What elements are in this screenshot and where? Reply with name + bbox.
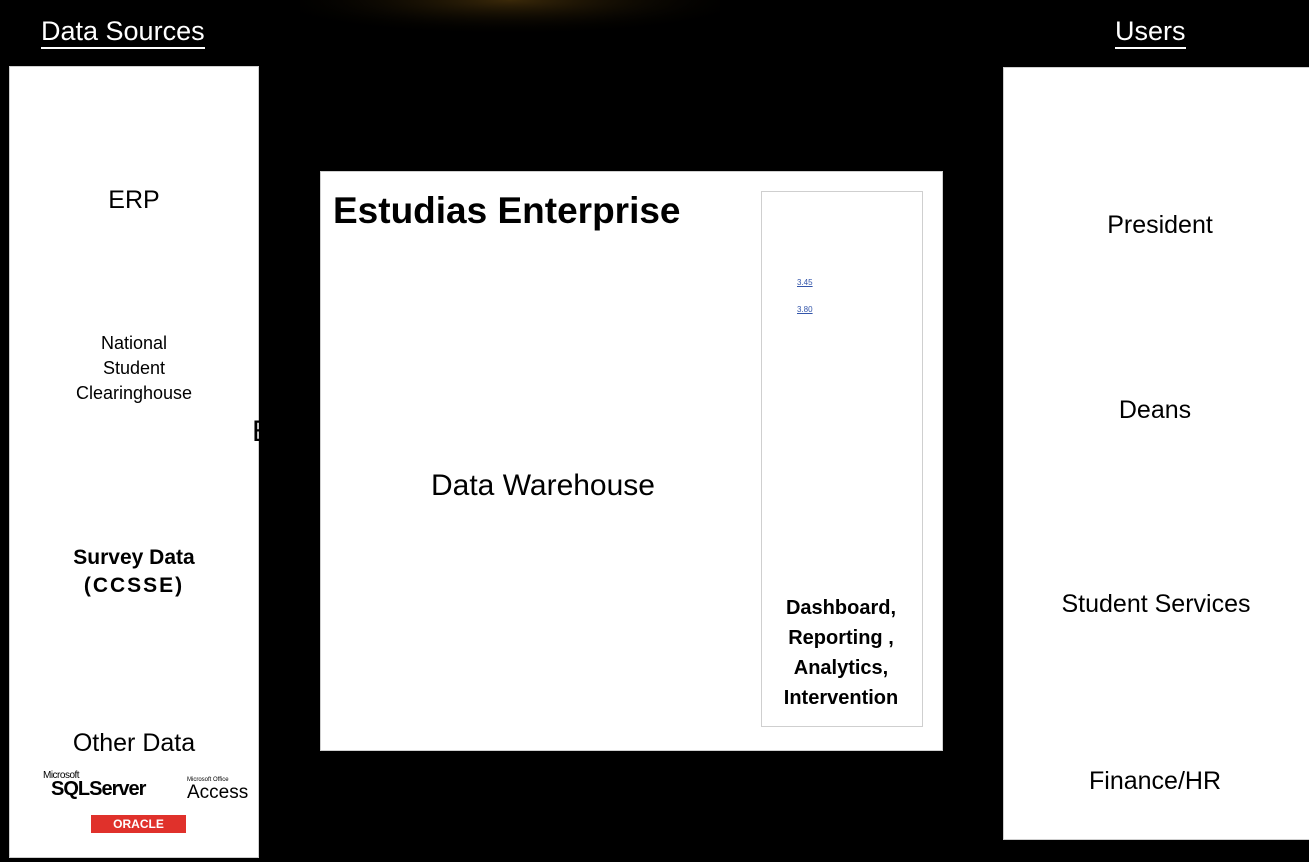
dashboard-row-value: 3.80	[797, 305, 813, 314]
etl-label: ETL	[252, 415, 308, 448]
warehouse-label: Data Warehouse	[430, 469, 655, 502]
users-heading: Users	[1115, 16, 1186, 49]
source-clearinghouse-line: Clearinghouse	[75, 383, 193, 403]
dashboard-row-value: 3.45	[797, 278, 813, 287]
user-president-label: President	[1107, 211, 1213, 239]
tools-label-line: Intervention	[783, 687, 899, 709]
source-erp-label: ERP	[108, 186, 160, 214]
source-clearinghouse-label: National Student Clearinghouse	[54, 331, 214, 406]
source-survey-label: Survey Data (CCSSE)	[54, 544, 214, 600]
tools-label: Dashboard, Reporting , Analytics, Interv…	[761, 593, 921, 713]
etl-arrow	[256, 454, 320, 468]
tools-label-line: Reporting ,	[788, 627, 894, 649]
user-finance-hr-label: Finance/HR	[1089, 767, 1221, 795]
data-sources-panel	[9, 66, 259, 858]
enterprise-title: Estudias Enterprise	[333, 190, 681, 231]
sqlserver-logo-small: Microsoft	[43, 770, 80, 781]
user-deans-label: Deans	[1118, 396, 1192, 424]
users-arrow	[942, 454, 1003, 468]
oracle-logo: ORACLE	[91, 815, 186, 833]
source-clearinghouse-line: National	[100, 333, 168, 353]
data-sources-heading: Data Sources	[41, 16, 205, 49]
background-glow	[300, 0, 720, 60]
source-clearinghouse-line: Student	[102, 358, 166, 378]
tools-label-line: Dashboard,	[785, 597, 897, 619]
access-logo: Access	[187, 782, 249, 803]
source-survey-line: Survey Data	[73, 546, 195, 569]
users-panel	[1003, 67, 1309, 840]
user-student-services-label: Student Services	[1061, 590, 1251, 618]
tools-panel	[761, 191, 923, 727]
source-other-label: Other Data	[72, 729, 196, 757]
sqlserver-logo: SQLServer	[51, 778, 146, 800]
source-survey-line: (CCSSE)	[83, 574, 185, 597]
access-logo-small: Microsoft Office	[187, 777, 229, 783]
tools-label-line: Analytics,	[793, 657, 889, 679]
